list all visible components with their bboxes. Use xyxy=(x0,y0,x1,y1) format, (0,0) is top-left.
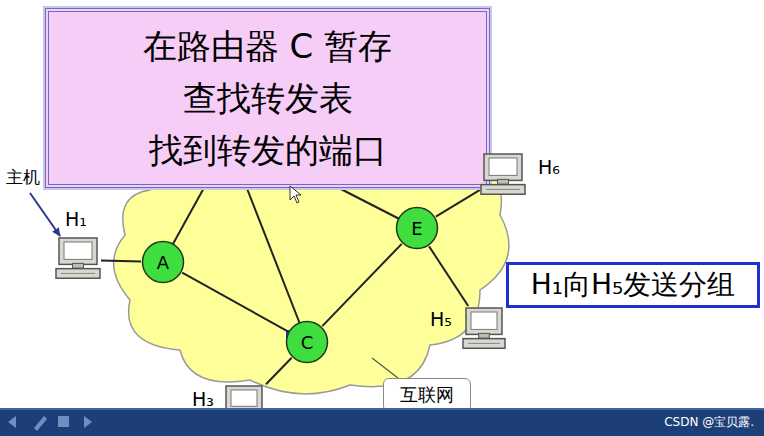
computer-icon xyxy=(55,236,101,284)
router-circle: E xyxy=(395,206,439,250)
region-tag: 互联网 xyxy=(383,378,471,412)
host-computer: H₁ xyxy=(55,236,101,284)
router-label: C xyxy=(301,332,314,353)
link-line xyxy=(436,190,480,217)
link-line xyxy=(101,260,141,263)
region-label: 互联网 xyxy=(400,383,454,407)
host-label: H₆ xyxy=(538,156,560,178)
link-line xyxy=(246,186,307,342)
note-box: H₁向H₅发送分组 xyxy=(506,262,760,308)
router-circle: A xyxy=(141,240,185,284)
computer-icon xyxy=(222,384,266,430)
computer-icon xyxy=(480,152,526,200)
link-line xyxy=(182,273,288,332)
host-label: H₃ xyxy=(192,388,214,410)
watermark: CSDN @宝贝露. xyxy=(664,414,754,431)
host-computer: H₃ xyxy=(222,384,266,430)
leader-line xyxy=(372,358,398,378)
host-computer: H₅ xyxy=(462,306,506,354)
link-line xyxy=(429,246,468,306)
callout-text: 在路由器 C 暂存 xyxy=(143,20,392,72)
host-label: H₁ xyxy=(65,208,87,230)
router-label: A xyxy=(157,252,169,273)
host-computer: H₆ xyxy=(480,152,526,200)
callout-text: 找到转发的端口 xyxy=(149,124,387,176)
link-line xyxy=(266,358,292,385)
router-circle: C xyxy=(285,320,329,364)
host-label: H₅ xyxy=(430,308,452,330)
callout-text: 查找转发表 xyxy=(183,72,353,124)
link-line xyxy=(322,244,401,326)
callout-box: 在路由器 C 暂存查找转发表找到转发的端口 xyxy=(45,8,490,188)
computer-icon xyxy=(462,306,506,354)
pointer-label: 主机 xyxy=(6,166,40,189)
pointer-arrow xyxy=(30,193,60,236)
router-label: E xyxy=(411,218,422,239)
note-text: H₁向H₅发送分组 xyxy=(531,266,736,304)
